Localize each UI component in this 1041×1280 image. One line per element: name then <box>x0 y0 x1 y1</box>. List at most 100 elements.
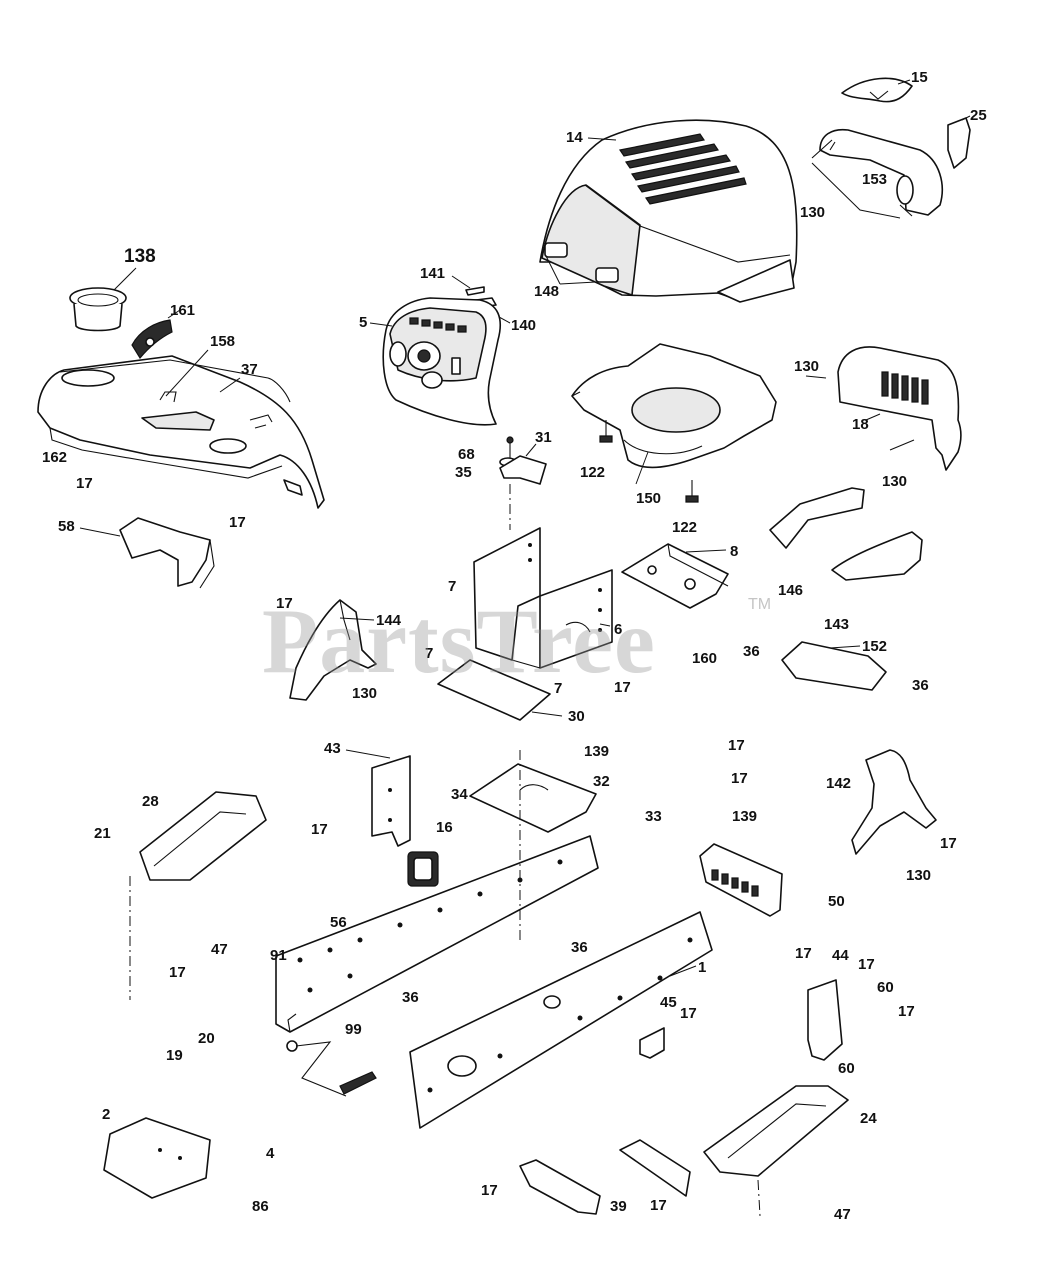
callout-31: 31 <box>535 429 552 446</box>
callout-56: 56 <box>330 914 347 931</box>
callout-47: 47 <box>211 941 228 958</box>
part-31-bracket[interactable] <box>499 455 547 485</box>
callout-33: 33 <box>645 808 662 825</box>
part-18-grille[interactable] <box>837 346 962 471</box>
part-1-frame-right[interactable] <box>409 911 713 1129</box>
part-34-plate[interactable] <box>469 763 597 833</box>
part-99-handle[interactable] <box>286 1040 377 1097</box>
callout-6: 6 <box>614 621 622 638</box>
part-142-bracket[interactable] <box>851 749 937 855</box>
callout-161: 161 <box>170 302 195 319</box>
callout-130: 130 <box>906 867 931 884</box>
callout-142: 142 <box>826 775 851 792</box>
callout-4: 4 <box>266 1145 275 1162</box>
part-146-panel[interactable] <box>769 487 865 549</box>
callout-36: 36 <box>571 939 588 956</box>
callout-139: 139 <box>732 808 757 825</box>
callout-17: 17 <box>728 737 745 754</box>
part-6-mount[interactable] <box>473 527 613 669</box>
grille-slots <box>881 371 929 405</box>
callout-86: 86 <box>252 1198 269 1215</box>
part-141-clip[interactable] <box>465 286 485 296</box>
callout-148: 148 <box>534 283 559 300</box>
part-5-console[interactable] <box>382 297 502 426</box>
part-43-bracket[interactable] <box>371 755 411 847</box>
callout-146: 146 <box>778 582 803 599</box>
callout-130: 130 <box>800 204 825 221</box>
part-152-bracket[interactable] <box>781 641 887 691</box>
part-122-bolt-upper[interactable] <box>599 420 613 443</box>
part-30-plate[interactable] <box>437 659 551 721</box>
callout-60: 60 <box>838 1060 855 1077</box>
callout-150: 150 <box>636 490 661 507</box>
callout-36: 36 <box>912 677 929 694</box>
callout-1: 1 <box>698 959 706 976</box>
part-25-lens-right[interactable] <box>947 117 971 169</box>
callout-labels: 15 25 14 153 130 148 138 141 140 161 5 1… <box>42 69 987 1223</box>
part-58-bracket[interactable] <box>119 517 215 589</box>
callout-158: 158 <box>210 333 235 350</box>
callout-34: 34 <box>451 786 468 803</box>
callout-162: 162 <box>42 449 67 466</box>
callout-2: 2 <box>102 1106 110 1123</box>
callout-18: 18 <box>852 416 869 433</box>
callout-139: 139 <box>584 743 609 760</box>
callout-160: 160 <box>692 650 717 667</box>
callout-17: 17 <box>858 956 875 973</box>
part-150-tank-cover[interactable] <box>571 343 777 469</box>
callout-28: 28 <box>142 793 159 810</box>
callout-17: 17 <box>229 514 246 531</box>
part-8-plate[interactable] <box>621 543 729 609</box>
callout-99: 99 <box>345 1021 362 1038</box>
callout-130: 130 <box>352 685 377 702</box>
callout-25: 25 <box>970 107 987 124</box>
hood-vents <box>619 133 747 205</box>
callout-122: 122 <box>672 519 697 536</box>
callout-17: 17 <box>731 770 748 787</box>
callout-7: 7 <box>554 680 562 697</box>
callout-17: 17 <box>650 1197 667 1214</box>
part-14-hood[interactable] <box>539 119 798 303</box>
callout-17: 17 <box>169 964 186 981</box>
part-2-bracket[interactable] <box>103 1117 211 1199</box>
callout-32: 32 <box>593 773 610 790</box>
part-16-grommet[interactable] <box>407 851 439 887</box>
callout-43: 43 <box>324 740 341 757</box>
callout-19: 19 <box>166 1047 183 1064</box>
callout-58: 58 <box>58 518 75 535</box>
callout-7: 7 <box>448 578 456 595</box>
callout-138: 138 <box>124 246 156 267</box>
callout-17: 17 <box>940 835 957 852</box>
part-39-bracket[interactable] <box>519 1139 691 1215</box>
callout-122: 122 <box>580 464 605 481</box>
part-37-dash-panel[interactable] <box>37 355 325 509</box>
part-138-cup-holder[interactable] <box>69 287 127 332</box>
part-91-frame-left[interactable] <box>275 835 599 1033</box>
part-122-bolt-lower[interactable] <box>685 480 699 503</box>
callout-15: 15 <box>911 69 928 86</box>
part-44-bracket[interactable] <box>807 979 843 1061</box>
part-153-grille-bracket[interactable] <box>811 128 943 217</box>
callout-47: 47 <box>834 1206 851 1223</box>
callout-130: 130 <box>794 358 819 375</box>
callout-36: 36 <box>402 989 419 1006</box>
callout-20: 20 <box>198 1030 215 1047</box>
part-24-footrest[interactable] <box>703 1085 849 1177</box>
part-143-panel[interactable] <box>831 531 923 581</box>
callout-50: 50 <box>828 893 845 910</box>
part-161-cover[interactable] <box>131 319 173 360</box>
part-144-bracket[interactable] <box>289 599 377 701</box>
callout-17: 17 <box>898 1003 915 1020</box>
part-15-lens[interactable] <box>841 77 913 103</box>
callout-21: 21 <box>94 825 111 842</box>
part-45-bracket[interactable] <box>639 1027 665 1059</box>
part-68-screw[interactable] <box>506 436 514 458</box>
callout-14: 14 <box>566 129 583 146</box>
part-50-bracket[interactable] <box>699 843 783 917</box>
callout-153: 153 <box>862 171 887 188</box>
callout-17: 17 <box>311 821 328 838</box>
frame-holes-right <box>427 937 693 1093</box>
part-28-footrest[interactable] <box>139 791 267 881</box>
callout-8: 8 <box>730 543 738 560</box>
